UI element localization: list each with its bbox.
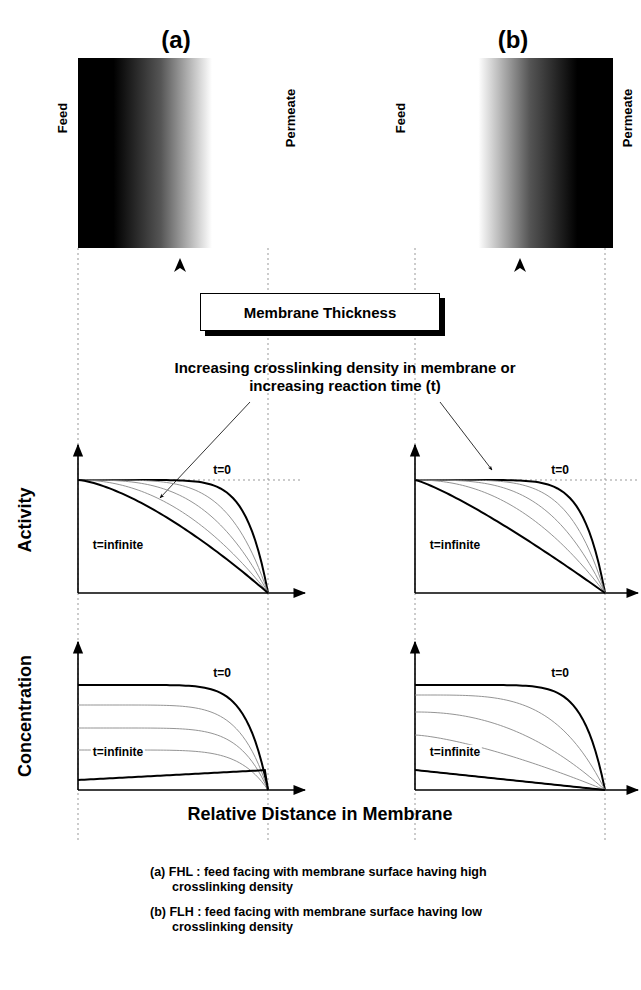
axis-title: Activity [15, 487, 37, 552]
curve-label: t=0 [549, 463, 571, 477]
membrane-flh [415, 58, 613, 248]
axis-title: Relative Distance in Membrane [187, 804, 452, 826]
profile-curve [415, 685, 605, 790]
axis-title: Concentration [15, 655, 37, 777]
curve-label: t=0 [549, 666, 571, 680]
curve-label: t=infinite [428, 538, 482, 552]
profile-curve [415, 695, 605, 790]
side-label: Feed [393, 103, 409, 133]
profile-curve [415, 480, 605, 593]
profile-curve [415, 480, 605, 593]
trend-arrow [440, 402, 492, 470]
membrane-fhl [78, 58, 275, 248]
profile-curve [415, 480, 605, 593]
side-label: Feed [55, 103, 71, 133]
trend-note: Increasing crosslinking density in membr… [160, 359, 530, 395]
panel-letter: (a) [161, 26, 190, 55]
profile-curve [78, 480, 268, 593]
profile-curve [78, 480, 268, 593]
legend-note: (a) FHL : feed facing with membrane surf… [150, 865, 492, 895]
pointer-arrowhead [514, 258, 526, 272]
profile-curve [78, 480, 268, 593]
profile-curve [415, 480, 605, 593]
profile-curve [78, 480, 268, 593]
curve-label: t=infinite [91, 745, 145, 759]
pointer-arrowhead [174, 258, 186, 272]
profile-curve [78, 728, 268, 790]
profile-curve [78, 770, 268, 790]
guide-lines [78, 248, 637, 840]
profile-curve [415, 480, 605, 593]
curve-label: t=0 [211, 463, 233, 477]
profile-curve [78, 685, 268, 790]
side-label: Permeate [283, 89, 299, 148]
profile-curve [78, 705, 268, 790]
curve-label: t=infinite [428, 745, 482, 759]
chart-axes [78, 445, 638, 790]
curve-label: t=0 [211, 666, 233, 680]
box-text: Membrane Thickness [244, 304, 397, 321]
side-label: Permeate [620, 89, 636, 148]
profile-curve [78, 480, 268, 593]
curve-label: t=infinite [91, 538, 145, 552]
profile-curve [415, 770, 605, 790]
profile-curve [415, 712, 605, 790]
profile-curve [415, 735, 605, 790]
panel-letter: (b) [498, 26, 529, 55]
caption-box: Membrane Thickness [200, 293, 440, 331]
profile-curves [78, 480, 605, 790]
legend-note: (b) FLH : feed facing with membrane surf… [150, 905, 492, 935]
